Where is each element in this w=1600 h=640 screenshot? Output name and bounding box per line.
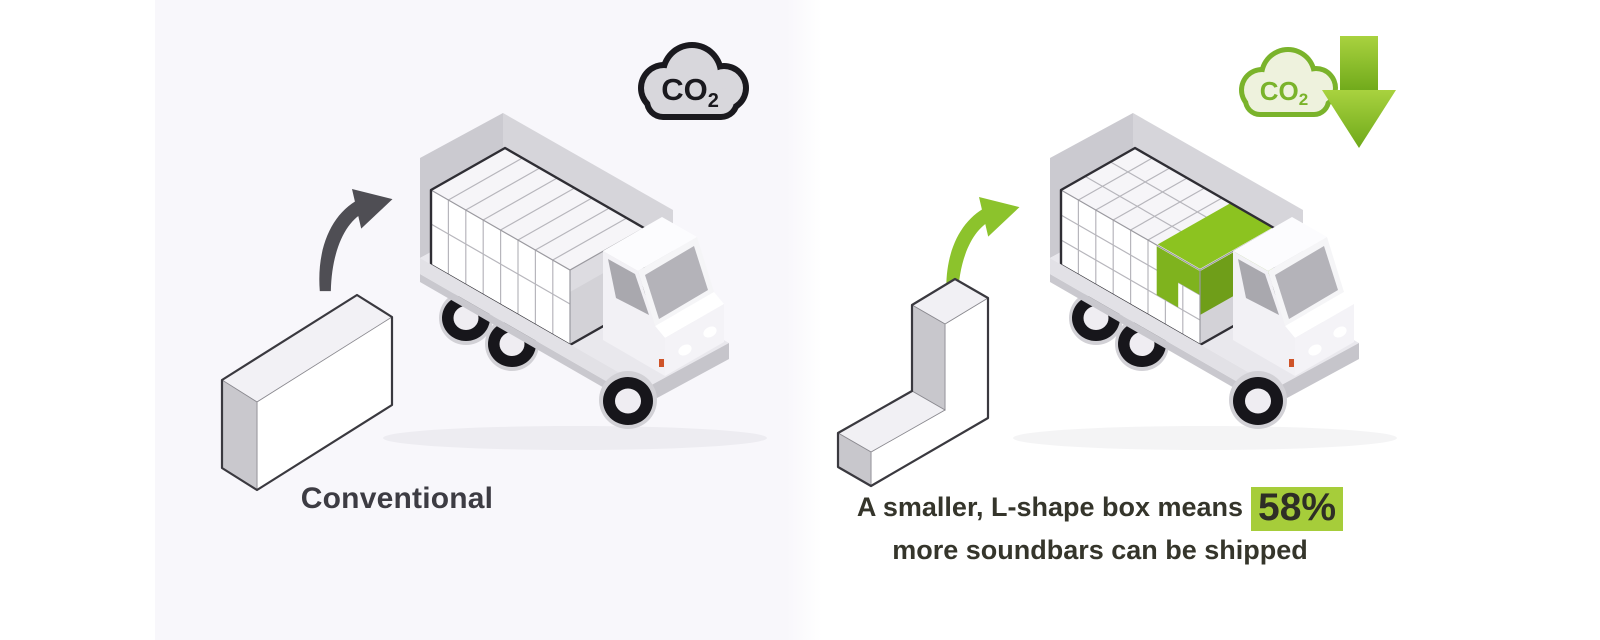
caption-prefix: A smaller, L-shape box means <box>856 492 1244 522</box>
co2-reduction-icon: CO2 <box>1239 36 1396 148</box>
conventional-caption: Conventional <box>300 482 494 515</box>
l-shape-panel <box>788 0 1413 640</box>
panel-seam-gradient <box>788 0 822 640</box>
conventional-truck-illustration <box>383 113 767 450</box>
co2-cloud-icon: CO2 <box>638 42 749 120</box>
l-shape-box-illustration <box>836 277 990 488</box>
co2-label: CO2 <box>1260 76 1308 109</box>
l-shape-truck-illustration <box>1013 113 1397 450</box>
up-arrow-icon <box>319 189 393 292</box>
co2-label: CO2 <box>661 72 719 112</box>
up-arrow-green-icon <box>946 197 1020 300</box>
highlight-58-percent: 58% <box>1251 486 1344 531</box>
caption-line-2: more soundbars can be shipped <box>892 534 1308 565</box>
conventional-box-illustration <box>220 293 394 492</box>
down-arrow-icon <box>1322 36 1396 148</box>
